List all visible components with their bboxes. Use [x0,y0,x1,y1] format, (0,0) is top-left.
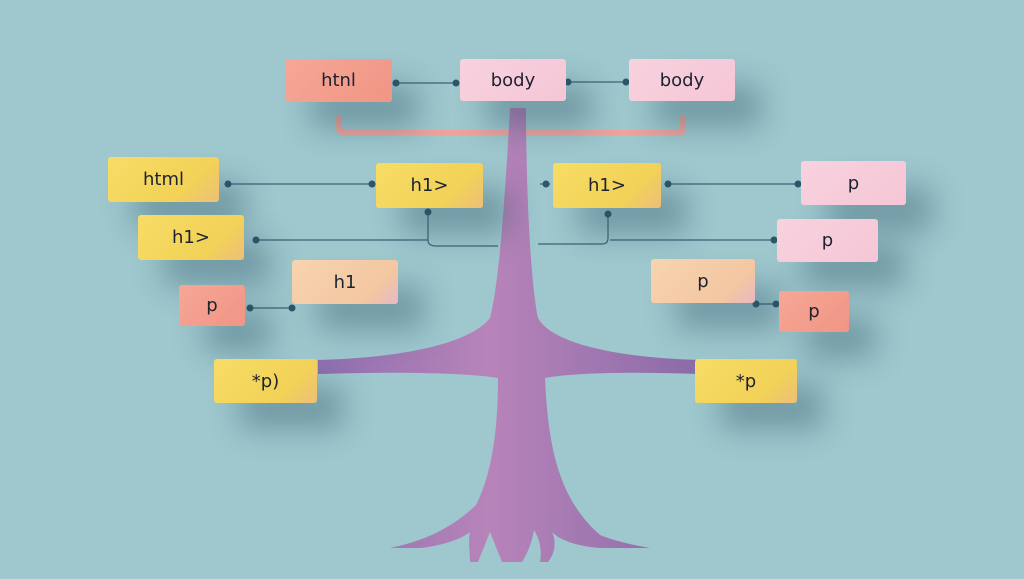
node-body-right: body [629,59,735,101]
connector-line [538,214,774,245]
top-branch [336,116,686,136]
connector-dot [392,79,400,87]
node-p-mid-right: p [651,259,755,303]
connector-dot [224,180,232,188]
node-p-right-3: p [779,291,849,332]
node-html-top: htnl [285,59,392,102]
node-p-right-1: p [801,161,906,205]
node-body-center: body [460,59,566,101]
connector-dots [224,78,802,312]
connector-dot [604,210,612,218]
connector-dot [288,304,296,312]
connector-dot [542,180,550,188]
connector-dot [622,78,630,86]
connector-line [256,212,498,247]
connector-dot [772,300,780,308]
node-h1-right-inner: h1> [553,163,661,208]
connector-dot [246,304,254,312]
connector-dot [752,300,760,308]
node-p-left-bottom: *p) [214,359,317,403]
node-p-right-bottom: *p [695,359,797,403]
node-h1-left-2: h1> [138,215,244,260]
connector-dot [252,236,260,244]
connector-dot [794,180,802,188]
node-h1-left-inner: h1> [376,163,483,208]
node-h1-mid-left: h1 [292,260,398,304]
node-p-right-2: p [777,219,878,262]
connector-dot [664,180,672,188]
node-p-left-3: p [179,285,245,326]
tree-trunk [318,108,700,562]
connector-dot [770,236,778,244]
connector-dot [424,208,432,216]
connector-dot [368,180,376,188]
connector-dot [452,79,460,87]
node-html-left: html [108,157,219,202]
connector-dot [564,78,572,86]
